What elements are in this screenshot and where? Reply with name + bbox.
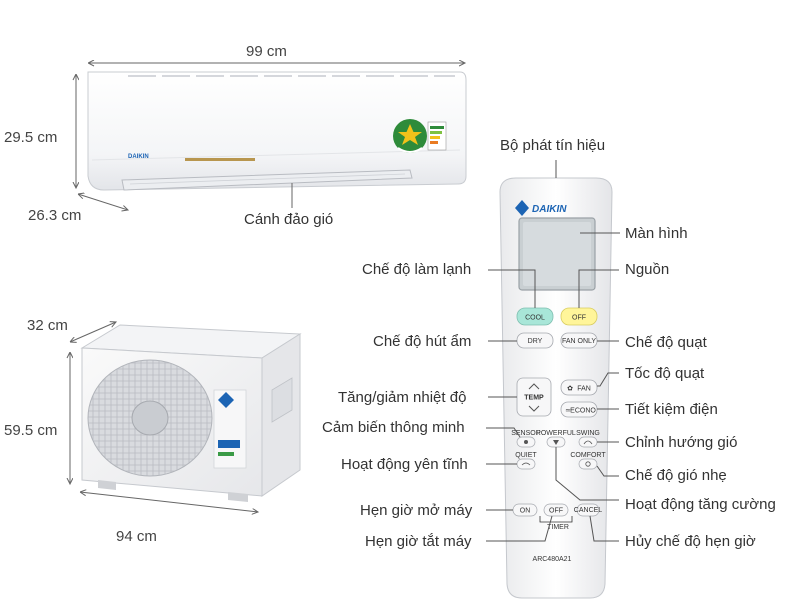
- callout-quiet: Hoạt động yên tĩnh: [341, 456, 468, 473]
- outdoor-depth-dimension: [70, 322, 116, 342]
- quiet-icon: [521, 462, 531, 466]
- timer-on-button-label: ON: [520, 508, 531, 515]
- energy-label-icon: [427, 121, 447, 151]
- fan-only-button-label: FAN ONLY: [562, 338, 596, 345]
- callout-powerful: Hoạt động tăng cường: [625, 496, 776, 513]
- timer-cancel-button[interactable]: [576, 503, 600, 517]
- econo-button-label: ECONO: [570, 408, 596, 415]
- fan-speed-button[interactable]: [560, 379, 598, 396]
- fan-speed-icon: ✿: [567, 386, 573, 393]
- callout-cool-mode: Chế độ làm lạnh: [362, 261, 472, 278]
- quiet-button[interactable]: [516, 458, 536, 470]
- callout-temp-adjust: Tăng/giảm nhiệt độ: [338, 389, 467, 406]
- outdoor-width-dimension: [80, 492, 258, 512]
- comfort-label: COMFORT: [570, 452, 606, 459]
- callout-fan-mode: Chế độ quạt: [625, 334, 707, 351]
- callout-power: Nguồn: [625, 261, 670, 278]
- cool-button-label: COOL: [525, 315, 545, 322]
- louver-label: Cánh đảo gió: [244, 211, 334, 228]
- sensor-icon: [524, 440, 528, 444]
- comfort-icon: [585, 461, 591, 467]
- indoor-height-label: 29.5 cm: [4, 129, 58, 146]
- fan-speed-button-label: FAN: [577, 386, 591, 393]
- timer-off-button-label: OFF: [549, 508, 563, 515]
- econo-icon: ≃: [565, 408, 571, 415]
- outdoor-width-label: 94 cm: [116, 528, 157, 545]
- callout-lines: [486, 160, 620, 542]
- indoor-unit: DAIKIN: [87, 71, 467, 191]
- trim-strip: [185, 158, 255, 161]
- callout-fan-speed: Tốc độ quạt: [625, 365, 705, 382]
- callout-econo: Tiết kiệm điện: [625, 401, 718, 418]
- outdoor-unit: [80, 324, 302, 502]
- callout-dry-mode: Chế độ hút ẩm: [373, 333, 472, 350]
- swing-button[interactable]: [578, 436, 598, 448]
- callout-comfort: Chế độ gió nhẹ: [625, 467, 727, 484]
- comfort-button[interactable]: [578, 458, 598, 470]
- powerful-label: POWERFUL: [536, 430, 576, 437]
- energy-star-icon: [393, 119, 427, 153]
- swing-label: SWING: [576, 430, 600, 437]
- power-off-button-label: OFF: [572, 315, 586, 322]
- callout-smart-sensor: Cảm biến thông minh: [322, 419, 465, 436]
- dry-button-label: DRY: [528, 338, 543, 345]
- remote-brand: DAIKIN: [532, 204, 567, 215]
- quiet-label: QUIET: [515, 452, 537, 459]
- daikin-logo-icon: [515, 200, 529, 216]
- callout-screen: Màn hình: [625, 225, 688, 242]
- timer-bracket: [539, 516, 573, 523]
- remote-model: ARC480A21: [533, 556, 572, 563]
- remote-control: DAIKIN COOL OFF DRY FAN ONLY TEMP ✿ FAN …: [499, 177, 613, 599]
- swing-icon: [583, 440, 593, 445]
- indoor-width-label: 99 cm: [246, 43, 287, 60]
- sensor-label: SENSOR: [511, 430, 541, 437]
- callout-swing: Chỉnh hướng gió: [625, 434, 738, 451]
- callout-timer-off: Hẹn giờ tắt máy: [365, 533, 472, 550]
- indoor-depth-dimension: [78, 194, 128, 210]
- indoor-depth-label: 26.3 cm: [28, 207, 82, 224]
- timer-off-button[interactable]: [543, 503, 569, 517]
- outdoor-height-label: 59.5 cm: [4, 422, 58, 439]
- powerful-icon: [553, 440, 559, 445]
- temp-up-icon: [528, 383, 540, 390]
- temp-label: TEMP: [524, 395, 544, 402]
- callout-emitter: Bộ phát tín hiệu: [500, 137, 606, 154]
- timer-label: TIMER: [547, 524, 569, 531]
- outdoor-depth-label: 32 cm: [27, 317, 68, 334]
- callout-timer-on: Hẹn giờ mở máy: [360, 502, 473, 519]
- indoor-brand-logo: DAIKIN: [128, 154, 149, 160]
- temp-down-icon: [528, 405, 540, 412]
- timer-cancel-button-label: CANCEL: [574, 507, 603, 514]
- callout-timer-cancel: Hủy chế độ hẹn giờ: [625, 533, 756, 550]
